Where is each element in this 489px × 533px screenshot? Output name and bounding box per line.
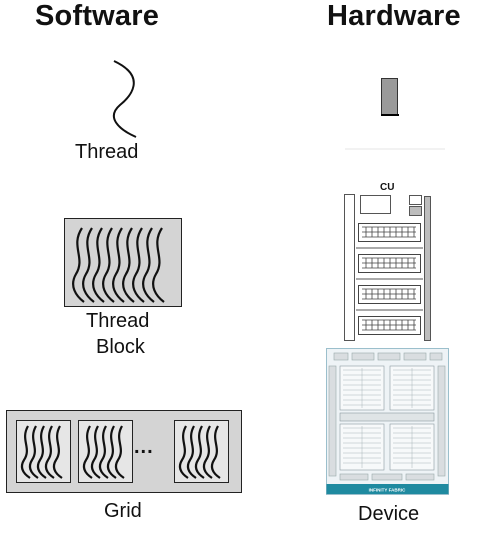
- grid-block-2: [78, 420, 133, 483]
- grid-block-1: [16, 420, 71, 483]
- cu-label: CU: [380, 182, 395, 193]
- compute-unit: [344, 194, 431, 341]
- thread-block-label-line2: Block: [96, 336, 145, 358]
- grid-label: Grid: [104, 500, 142, 522]
- thread-block: [64, 218, 182, 307]
- thread-label: Thread: [75, 141, 139, 163]
- grid-ellipsis: ...: [134, 436, 154, 458]
- core-block: [381, 78, 399, 116]
- hardware-title: Hardware: [327, 0, 461, 32]
- device-die: INFINITY FABRIC: [326, 348, 449, 495]
- grid-block-3: [174, 420, 229, 483]
- thread-squiggle: [113, 60, 137, 138]
- divider-line: [345, 148, 445, 150]
- software-title: Software: [35, 0, 160, 32]
- thread-block-label-line1: Thread: [86, 310, 150, 332]
- device-footer-text: INFINITY FABRIC: [369, 488, 406, 493]
- device-label: Device: [358, 503, 420, 525]
- grid: [6, 410, 242, 493]
